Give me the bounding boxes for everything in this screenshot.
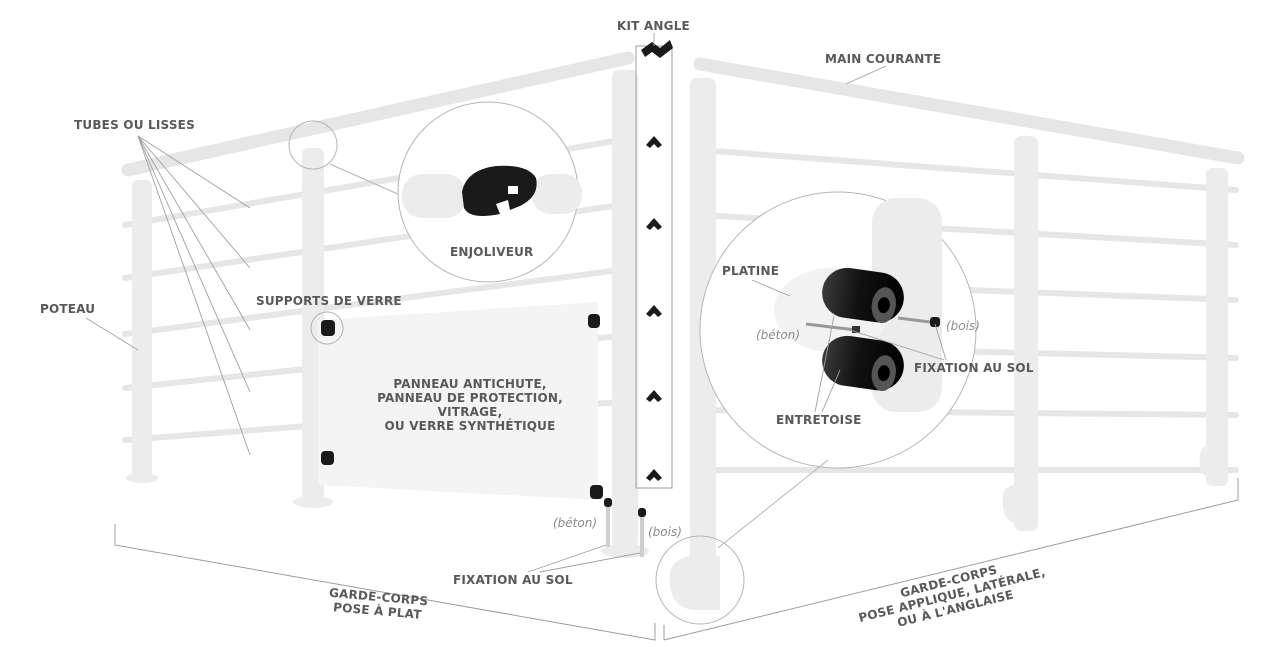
spacer-bottom <box>822 335 904 392</box>
connector-icon <box>646 390 662 402</box>
left-handrail <box>121 51 635 177</box>
glass-supports <box>321 314 603 499</box>
anchor-bolt-icon <box>606 507 610 547</box>
screw-head-icon <box>930 317 940 327</box>
bracket-pose-a-plat <box>114 524 656 641</box>
bois-note-right: (bois) <box>946 319 980 333</box>
connector-icon <box>646 305 662 317</box>
side-mount-connector <box>717 459 829 549</box>
angle-joint-icon <box>641 40 673 58</box>
left-tube <box>122 267 623 337</box>
panneau-label: PANNEAU ANTICHUTE, PANNEAU DE PROTECTION… <box>360 377 580 433</box>
platine-label: PLATINE <box>722 264 780 278</box>
post <box>1206 168 1228 486</box>
zoom-screws <box>805 316 940 333</box>
kit-angle-box <box>635 45 673 489</box>
enjoliveur-part-icon <box>462 165 537 216</box>
enjoliveur-label: ENJOLIVEUR <box>450 245 534 259</box>
connector-icon <box>646 218 662 230</box>
bois-note-bottom: (bois) <box>648 525 682 539</box>
side-mount-circle <box>655 535 745 625</box>
bracket-pose-applique <box>663 478 1239 641</box>
right-handrail <box>693 57 1245 165</box>
enjoliveur-tube <box>532 174 582 214</box>
post-base <box>601 544 649 558</box>
corner-post <box>612 70 638 548</box>
nut-icon <box>852 326 860 333</box>
anchor-bolt-icon <box>805 322 857 332</box>
section-brackets <box>114 478 1239 641</box>
side-mount-part <box>669 556 720 610</box>
right-tube <box>697 147 1239 193</box>
panneau-line: VITRAGE, <box>437 405 503 419</box>
side-mount <box>1002 485 1018 525</box>
leader-lines <box>85 33 947 573</box>
entretoise-label: ENTRETOISE <box>776 413 862 427</box>
enjoliveur-small-circle <box>288 120 338 170</box>
kit-angle-label: KIT ANGLE <box>617 19 690 33</box>
connector-icon <box>646 136 662 148</box>
beton-note-bottom: (béton) <box>553 516 598 530</box>
glass-support-icon <box>321 320 335 336</box>
fixation-au-sol-right-label: FIXATION AU SOL <box>914 361 1034 375</box>
supports-de-verre-label: SUPPORTS DE VERRE <box>256 294 402 308</box>
tubes-ou-lisses-label: TUBES OU LISSES <box>74 118 195 132</box>
enjoliveur-slot <box>508 186 518 194</box>
post-base <box>293 496 333 508</box>
connector-icon <box>646 469 662 481</box>
panneau-line: PANNEAU ANTICHUTE, <box>393 377 547 391</box>
wood-screw-head-icon <box>638 508 646 517</box>
spacer-hole <box>877 365 890 382</box>
glass-support-icon <box>588 314 600 328</box>
enjoliveur-connector <box>329 163 401 196</box>
wood-screw-icon <box>640 517 644 557</box>
wood-screw-icon <box>897 316 931 324</box>
beton-note-right: (béton) <box>756 328 801 342</box>
fixation-au-sol-bottom-label: FIXATION AU SOL <box>453 573 573 587</box>
spacer-top <box>822 267 904 324</box>
angle-connectors <box>646 136 662 481</box>
post-base <box>126 473 158 483</box>
panneau-line: OU VERRE SYNTHÉTIQUE <box>384 419 556 433</box>
enjoliveur-tube <box>402 174 466 218</box>
main-courante-label: MAIN COURANTE <box>825 52 942 66</box>
glass-support-icon <box>590 485 603 499</box>
glass-support-icon <box>321 451 334 465</box>
post <box>132 180 152 480</box>
spacer-hole <box>877 297 890 314</box>
bottom-fixations <box>604 498 646 557</box>
anchor-nut-icon <box>604 498 612 507</box>
glass-support-highlight <box>310 311 344 345</box>
glass-panel <box>318 302 598 500</box>
left-posts <box>126 70 649 558</box>
side-mount <box>1199 445 1210 478</box>
poteau-label: POTEAU <box>40 302 96 316</box>
post <box>1014 136 1038 531</box>
panneau-line: PANNEAU DE PROTECTION, <box>377 391 563 405</box>
